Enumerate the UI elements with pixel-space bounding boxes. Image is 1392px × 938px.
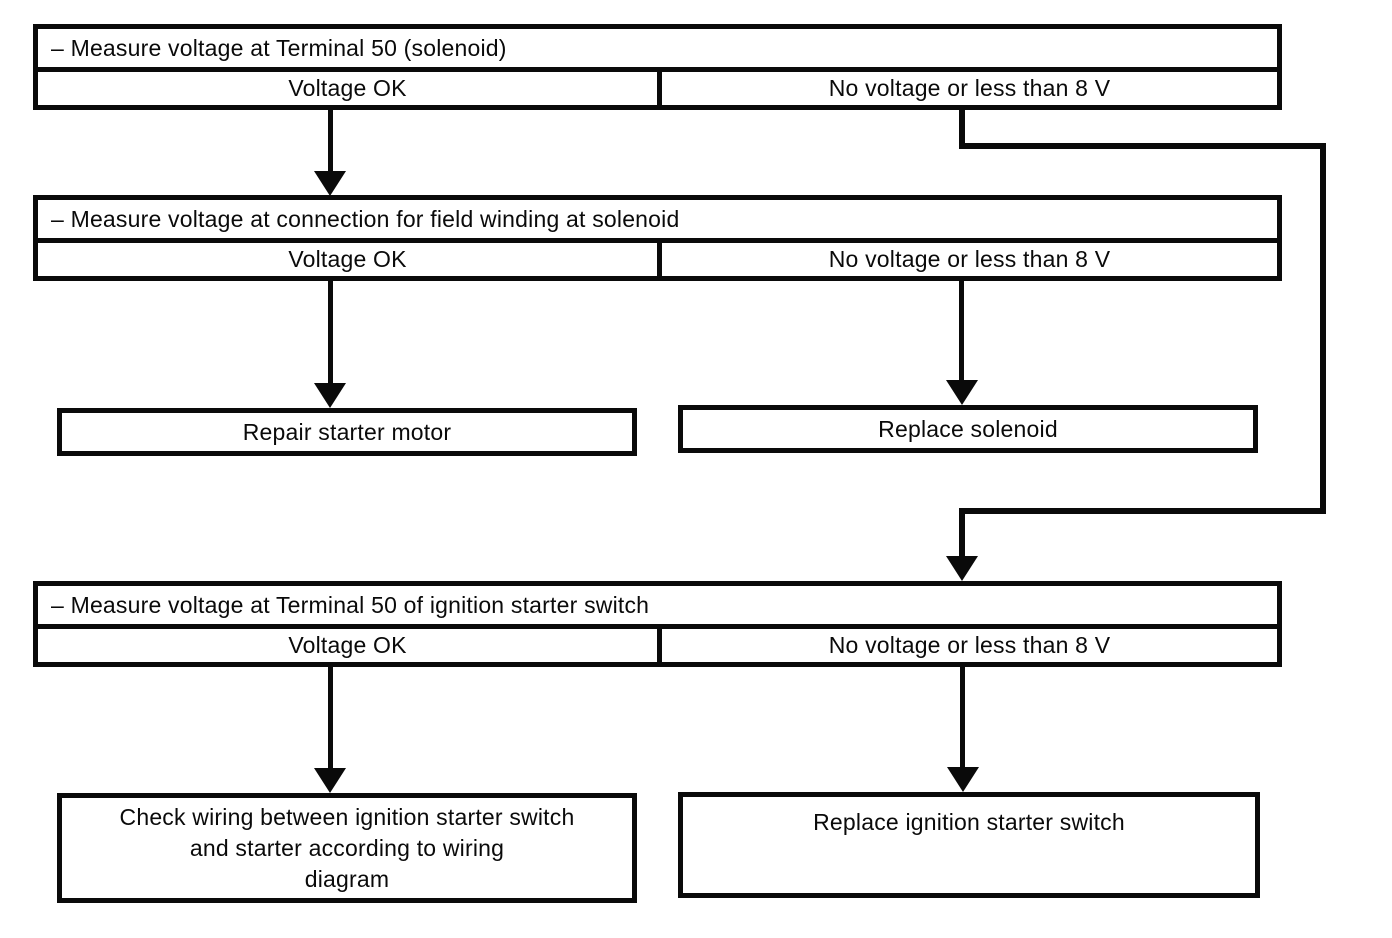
arrow-step2-to-replace-solenoid-head bbox=[946, 380, 978, 405]
step2-outcome-voltage-ok: Voltage OK bbox=[38, 243, 662, 276]
arrow-step1-to-step2-stem bbox=[328, 110, 333, 171]
arrow-step3-to-check-wiring-head bbox=[314, 768, 346, 793]
result-replace-ignition-switch-label: Replace ignition starter switch bbox=[813, 809, 1125, 835]
connector-no-voltage-route-seg5 bbox=[959, 508, 965, 556]
check-wiring-line-1: Check wiring between ignition starter sw… bbox=[119, 803, 575, 830]
connector-no-voltage-route-seg1 bbox=[959, 110, 965, 149]
result-box-replace-ignition-switch: Replace ignition starter switch bbox=[678, 792, 1260, 898]
step-box-terminal-50-solenoid: – Measure voltage at Terminal 50 (soleno… bbox=[33, 24, 1282, 110]
arrow-step3-to-replace-switch-head bbox=[947, 767, 979, 792]
step2-outcome-no-voltage: No voltage or less than 8 V bbox=[828, 246, 1111, 272]
step3-header: – Measure voltage at Terminal 50 of igni… bbox=[38, 586, 1277, 629]
step1-outcome-no-voltage: No voltage or less than 8 V bbox=[828, 75, 1111, 101]
arrow-step2-to-repair-stem bbox=[328, 281, 333, 383]
result-box-check-wiring: Check wiring between ignition starter sw… bbox=[57, 793, 637, 903]
connector-no-voltage-route-head bbox=[946, 556, 978, 581]
arrow-step3-to-replace-switch-stem bbox=[960, 667, 965, 767]
check-wiring-line-2: and starter according to wiring bbox=[189, 834, 505, 861]
arrow-step2-to-repair-head bbox=[314, 383, 346, 408]
arrow-step2-to-replace-solenoid-stem bbox=[959, 281, 964, 380]
step1-outcome-row: Voltage OK No voltage or less than 8 V bbox=[38, 72, 1277, 105]
step3-outcome-no-voltage: No voltage or less than 8 V bbox=[828, 632, 1111, 658]
step-box-field-winding-solenoid: – Measure voltage at connection for fiel… bbox=[33, 195, 1282, 281]
step3-outcome-voltage-ok: Voltage OK bbox=[38, 629, 662, 662]
arrow-step1-to-step2-head bbox=[314, 171, 346, 196]
result-box-repair-starter-motor: Repair starter motor bbox=[57, 408, 637, 456]
connector-no-voltage-route-seg3 bbox=[1320, 143, 1326, 514]
connector-no-voltage-route-seg4 bbox=[959, 508, 1326, 514]
step2-outcome-row: Voltage OK No voltage or less than 8 V bbox=[38, 243, 1277, 276]
connector-no-voltage-route-seg2 bbox=[959, 143, 1326, 149]
step-box-terminal-50-ignition-switch: – Measure voltage at Terminal 50 of igni… bbox=[33, 581, 1282, 667]
result-repair-starter-motor-label: Repair starter motor bbox=[242, 418, 452, 445]
check-wiring-line-3: diagram bbox=[304, 865, 390, 892]
arrow-step3-to-check-wiring-stem bbox=[328, 667, 333, 768]
step3-outcome-row: Voltage OK No voltage or less than 8 V bbox=[38, 629, 1277, 662]
result-replace-solenoid-label: Replace solenoid bbox=[878, 415, 1058, 442]
step1-header: – Measure voltage at Terminal 50 (soleno… bbox=[38, 29, 1277, 72]
result-box-replace-solenoid: Replace solenoid bbox=[678, 405, 1258, 453]
step2-header: – Measure voltage at connection for fiel… bbox=[38, 200, 1277, 243]
step1-outcome-voltage-ok: Voltage OK bbox=[38, 72, 662, 105]
